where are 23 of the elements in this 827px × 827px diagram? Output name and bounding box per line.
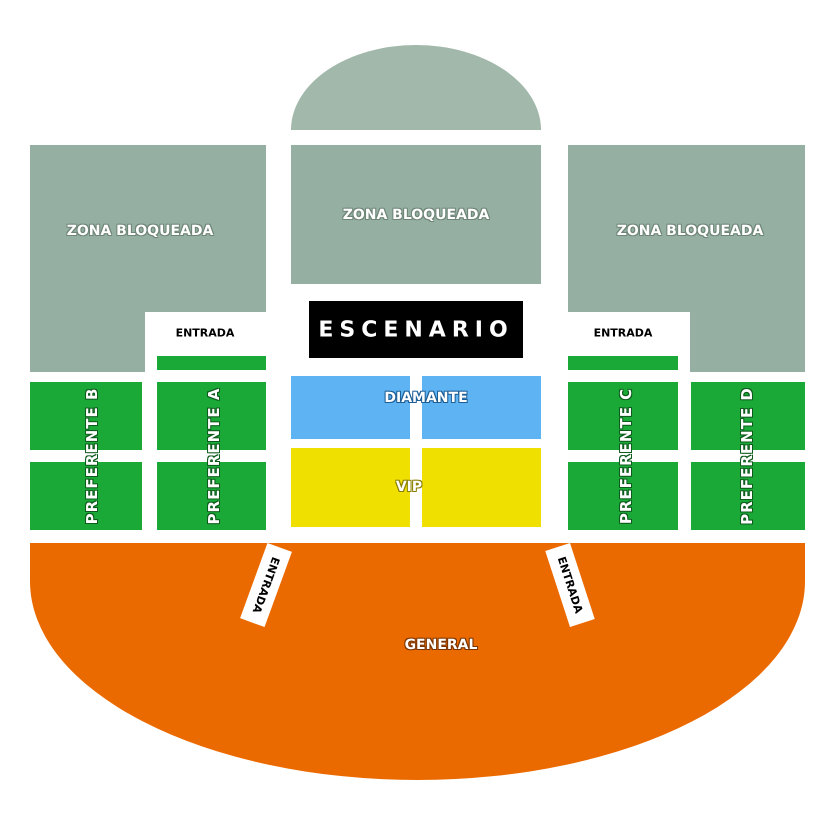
blocked-section bbox=[568, 145, 805, 372]
seating-section bbox=[568, 356, 678, 370]
section-label: ENTRADA bbox=[176, 326, 234, 340]
section-label: PREFERENTE B bbox=[83, 388, 101, 524]
seating-section bbox=[291, 376, 541, 439]
seating-section bbox=[157, 356, 266, 370]
section-label: PREFERENTE D bbox=[738, 387, 756, 525]
blocked-section bbox=[30, 145, 266, 372]
stage-label: ESCENARIO bbox=[318, 318, 514, 342]
section-label: ZONA BLOQUEADA bbox=[342, 207, 490, 223]
stage-box bbox=[309, 301, 523, 358]
section-label: ZONA BLOQUEADA bbox=[66, 223, 214, 239]
section-label: PREFERENTE C bbox=[617, 388, 635, 524]
seating-section bbox=[291, 448, 541, 527]
seating-section bbox=[691, 382, 805, 530]
blocked-section bbox=[291, 145, 541, 284]
seating-section bbox=[157, 382, 266, 530]
seating-section bbox=[30, 382, 142, 530]
section-label: ENTRADA bbox=[594, 326, 652, 340]
seating-section bbox=[568, 382, 678, 530]
section-label: GENERAL bbox=[404, 637, 478, 653]
section-label: PREFERENTE A bbox=[205, 388, 223, 524]
section-label: ZONA BLOQUEADA bbox=[616, 223, 764, 239]
